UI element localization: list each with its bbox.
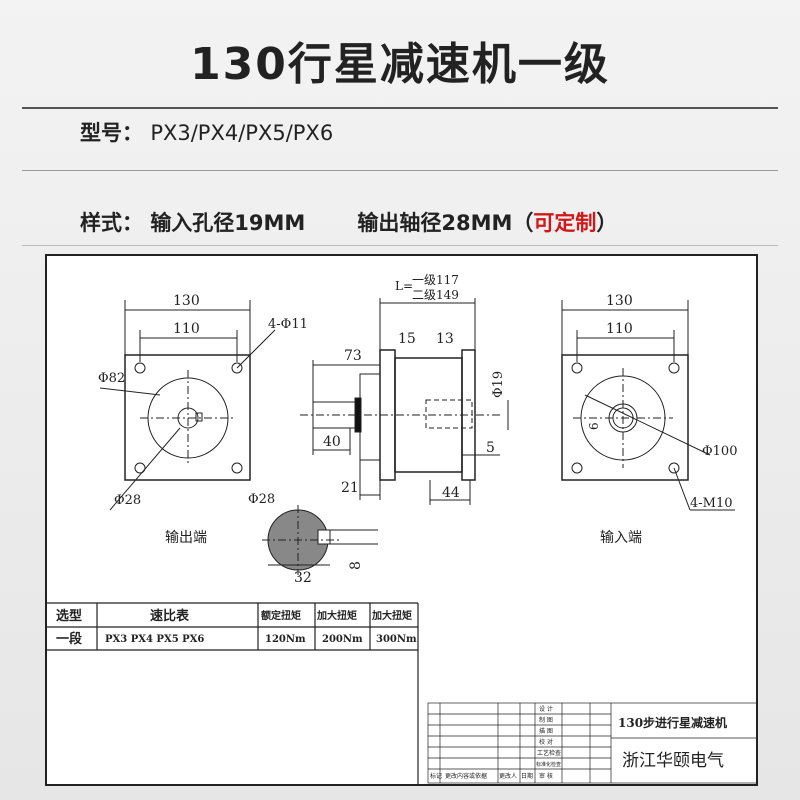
model-label: 型号： [80,121,143,145]
header-rated-torque: 额定扭矩 [261,609,301,622]
page-title: 130行星减速机一级 [190,39,610,90]
dim-6: 6 [587,422,601,430]
footer-person: 更改人 [499,772,517,780]
customizable-label: 可定制 [533,211,597,235]
close-paren: ） [596,211,618,235]
dim-8: 8 [348,561,364,570]
header-boost-torque: 加大扭矩 [316,609,357,622]
divider [22,245,778,246]
role: 审 核 [539,772,553,780]
dim-40: 40 [323,434,341,450]
side-view: L= 一级117 二级149 15 13 73 40 21 44 Φ19 5 [300,273,509,505]
dim-holes: 4-Φ11 [268,317,308,332]
divider [22,170,778,171]
role: 制 图 [539,716,553,724]
header-ratio: 速比表 [150,608,190,624]
role: 描 图 [539,727,553,735]
dim-13: 13 [436,331,454,347]
input-end-caption: 输入端 [600,530,642,546]
model-value: PX3/PX4/PX5/PX6 [150,121,334,145]
role: 工艺检查 [537,749,561,757]
dim-L1: 一级117 [412,273,459,287]
dim-4-m10: 4-M10 [690,496,733,511]
role: 设 计 [539,705,553,713]
header-model: 选型 [56,608,82,624]
dim-phi19: Φ19 [491,371,506,398]
section-phi28: Φ28 [248,492,275,507]
style-label: 样式： [80,211,143,235]
footer-content: 更改内容或依据 [445,772,487,780]
dim-130: 130 [173,293,200,309]
divider [22,107,778,109]
output-end-caption: 输出端 [165,530,207,546]
dim-73: 73 [344,348,362,364]
dim-phi28: Φ28 [114,493,141,508]
model-row: 型号： PX3/PX4/PX5/PX6 [80,117,333,147]
dim-32: 32 [294,570,312,586]
input-bore: 输入孔径19MM [150,211,306,235]
output-shaft: 输出轴径28MM（ [357,211,534,235]
output-end-view: 130 110 4-Φ11 Φ82 Φ28 输出端 [98,293,308,546]
footer-mark: 标记 [430,772,442,780]
dim-110: 110 [173,321,200,337]
speed-ratio-table: 选型 速比表 额定扭矩 加大扭矩 加大扭矩 一段 PX3 PX4 PX5 PX6… [46,602,419,785]
drawing-name: 130步进行星减速机 [618,715,727,730]
dim-L2: 二级149 [412,288,459,302]
shaft-section: Φ28 32 8 [248,492,378,586]
title-block: 设 计 制 图 描 图 校 对 工艺检查 标准化检查 审 核 标记 更改内容或依… [427,702,758,784]
input-end-view: 130 110 Φ100 4-M10 6 输入端 [561,293,737,546]
dim-5: 5 [486,440,495,456]
cell-boost1: 200Nm [322,634,363,645]
dim-phi100: Φ100 [702,444,737,459]
role: 校 对 [539,738,553,746]
dim-phi82: Φ82 [98,371,125,386]
dim-44: 44 [442,485,460,501]
dim-L: L= [395,279,413,293]
cell-boost2: 300Nm [376,634,417,645]
style-row: 样式： 输入孔径19MM 输出轴径28MM（可定制） [80,207,617,237]
dim-110: 110 [606,321,633,337]
dim-130: 130 [606,293,633,309]
dim-15: 15 [398,331,416,347]
role: 标准化检查 [536,761,561,768]
header-boost-torque-2: 加大扭矩 [371,609,412,622]
dim-21: 21 [341,480,359,496]
footer-date: 日期 [521,772,533,780]
company-name: 浙江华颐电气 [622,751,724,771]
cell-rated: 120Nm [265,634,306,645]
drawing-frame [45,254,758,786]
cell-stage: 一段 [56,631,82,647]
cell-models: PX3 PX4 PX5 PX6 [105,634,204,645]
